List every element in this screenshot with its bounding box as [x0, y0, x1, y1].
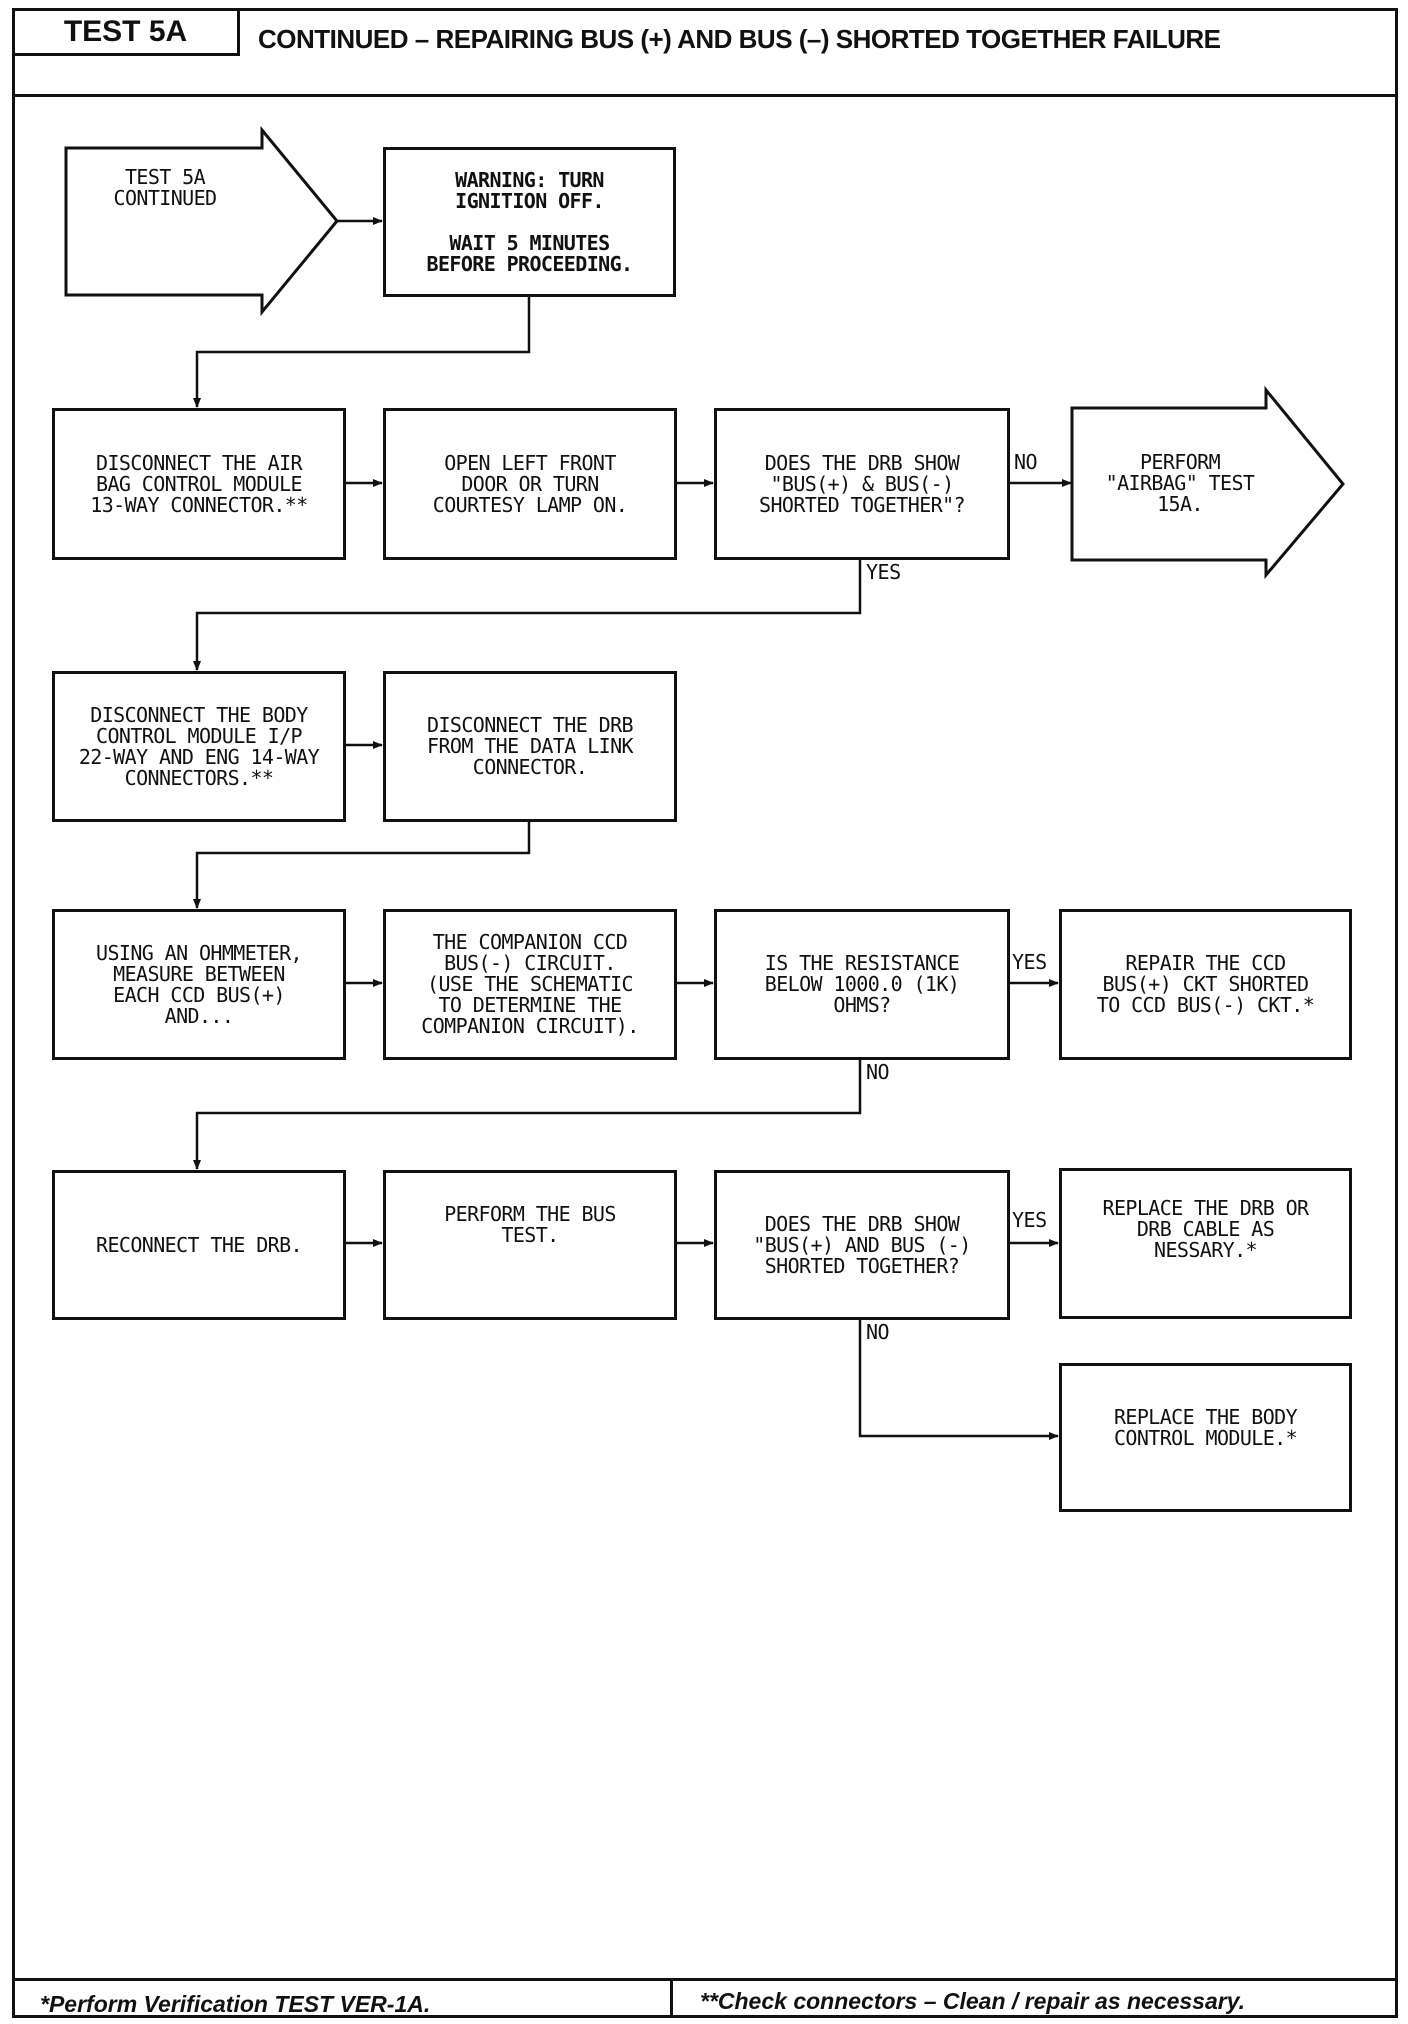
row4-no-label: NO: [866, 1320, 890, 1344]
drb-shorted-question-2: DOES THE DRB SHOW "BUS(+) AND BUS (-) SH…: [714, 1170, 1010, 1320]
row3-yes-label: YES: [1012, 950, 1047, 974]
resistance-question: IS THE RESISTANCE BELOW 1000.0 (1K) OHMS…: [714, 909, 1010, 1060]
disconnect-airbag-module-step: DISCONNECT THE AIR BAG CONTROL MODULE 13…: [52, 408, 346, 560]
row4-yes-label: YES: [1012, 1208, 1047, 1232]
reconnect-drb-step: RECONNECT THE DRB.: [52, 1170, 346, 1320]
footer-divider: [12, 1978, 1398, 1981]
footer-verification-note: *Perform Verification TEST VER-1A.: [40, 1991, 431, 2017]
page-title: CONTINUED – REPAIRING BUS (+) AND BUS (–…: [258, 24, 1221, 54]
warning-box: WARNING: TURN IGNITION OFF. WAIT 5 MINUT…: [383, 147, 676, 297]
row3-no-label: NO: [866, 1060, 890, 1084]
row1-no-label: NO: [1014, 450, 1038, 474]
replace-drb-result: REPLACE THE DRB OR DRB CABLE AS NESSARY.…: [1059, 1168, 1352, 1319]
footer-column-divider: [670, 1978, 673, 2018]
header-divider: [12, 94, 1398, 97]
repair-ccd-bus-result: REPAIR THE CCD BUS(+) CKT SHORTED TO CCD…: [1059, 909, 1352, 1060]
replace-bcm-result: REPLACE THE BODY CONTROL MODULE.*: [1059, 1363, 1352, 1512]
ohmmeter-measure-step: USING AN OHMMETER, MEASURE BETWEEN EACH …: [52, 909, 346, 1060]
companion-circuit-step: THE COMPANION CCD BUS(-) CIRCUIT. (USE T…: [383, 909, 677, 1060]
disconnect-drb-step: DISCONNECT THE DRB FROM THE DATA LINK CO…: [383, 671, 677, 822]
row1-yes-label: YES: [866, 560, 901, 584]
test-id: TEST 5A: [14, 10, 240, 56]
perform-bus-test-step: PERFORM THE BUS TEST.: [383, 1170, 677, 1320]
drb-shorted-question-1: DOES THE DRB SHOW "BUS(+) & BUS(-) SHORT…: [714, 408, 1010, 560]
open-door-step: OPEN LEFT FRONT DOOR OR TURN COURTESY LA…: [383, 408, 677, 560]
start-connector: TEST 5A CONTINUED: [113, 165, 218, 210]
disconnect-bcm-step: DISCONNECT THE BODY CONTROL MODULE I/P 2…: [52, 671, 346, 822]
footer-connector-note: **Check connectors – Clean / repair as n…: [700, 1988, 1246, 2014]
perform-airbag-test-connector: PERFORM "AIRBAG" TEST 15A.: [1105, 449, 1255, 516]
page-frame: [12, 8, 1398, 2018]
